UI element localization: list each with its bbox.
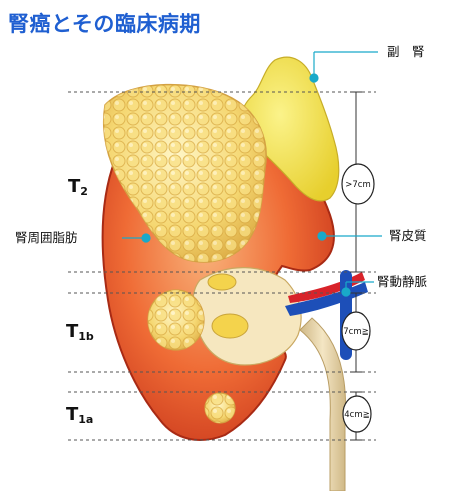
tumor-t1b-texture bbox=[148, 290, 204, 350]
tumor-t2-texture bbox=[103, 84, 267, 262]
leader-lines bbox=[122, 51, 382, 297]
adrenal-gland bbox=[240, 56, 340, 202]
page-title: 腎癌とその臨床病期 bbox=[8, 12, 201, 36]
label-perirenal-fat: 腎周囲脂肪 bbox=[15, 230, 78, 245]
size-bars bbox=[350, 91, 362, 441]
label-adrenal: 副 腎 bbox=[387, 44, 425, 59]
tumor-t1a-texture bbox=[205, 393, 235, 423]
size-bubble-t2: >7cm bbox=[341, 163, 375, 205]
size-label-t2: >7cm bbox=[345, 180, 370, 190]
label-vessels: 腎動静脈 bbox=[377, 274, 428, 289]
stage-t1b: T1b bbox=[66, 321, 94, 343]
sinus-fat bbox=[207, 273, 237, 291]
size-bubble-t1a: 4cm≧ bbox=[342, 395, 372, 433]
sinus-fat bbox=[211, 313, 249, 339]
stage-t2: T2 bbox=[68, 176, 88, 198]
size-bubble-t1b: 7cm≧ bbox=[341, 311, 371, 351]
size-label-t1a: 4cm≧ bbox=[344, 410, 369, 420]
ureter bbox=[299, 317, 346, 491]
label-cortex: 腎皮質 bbox=[389, 228, 427, 243]
stage-t1a: T1a bbox=[66, 404, 93, 426]
size-label-t1b: 7cm≧ bbox=[343, 327, 368, 337]
